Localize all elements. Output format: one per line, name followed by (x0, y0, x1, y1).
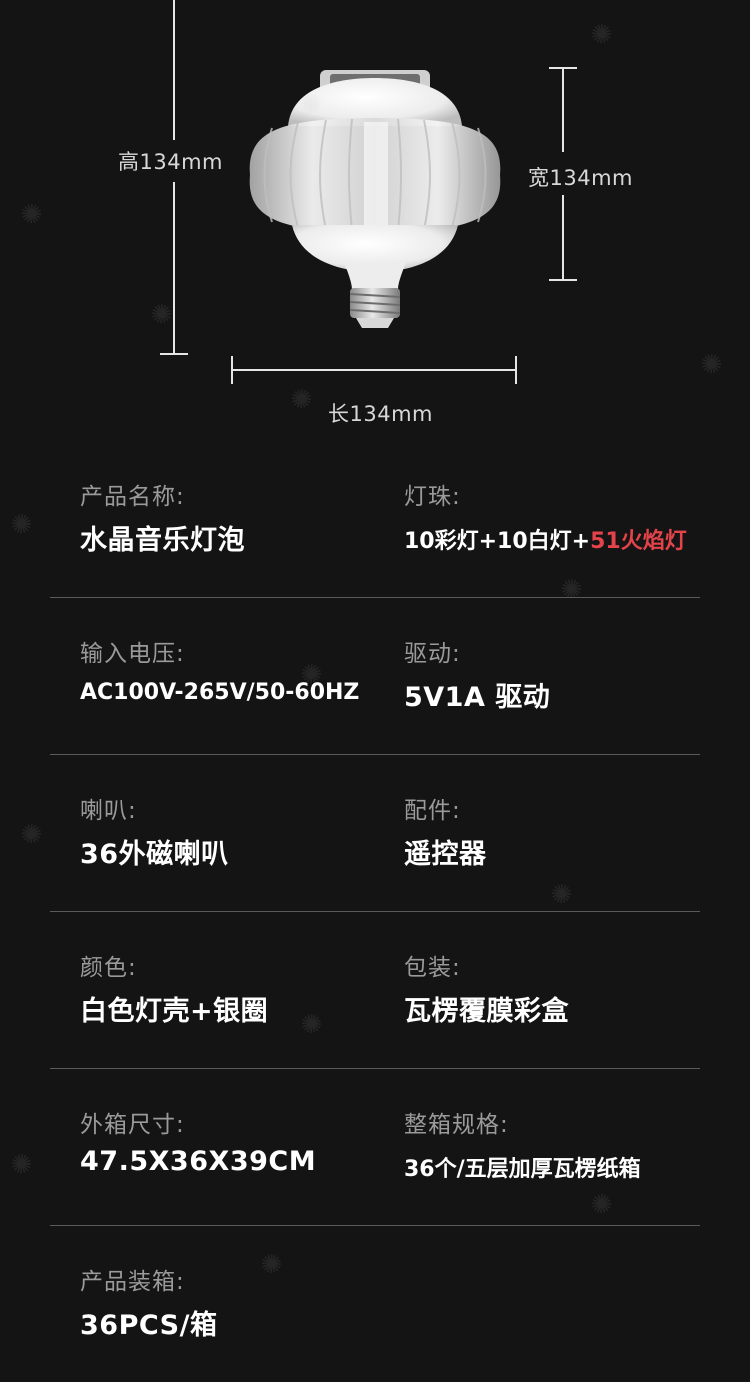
length-label: 长134mm (328, 402, 433, 426)
spec-label: 产品装箱: (80, 1269, 185, 1295)
brand-logo-watermark: ✺ (4, 506, 38, 544)
spec-row: 产品装箱: 36PCS/箱 (50, 1225, 700, 1382)
spec-label: 配件: (404, 798, 461, 824)
spec-value: 36外磁喇叭 (80, 839, 229, 870)
spec-label: 输入电压: (80, 641, 185, 667)
spec-label: 包装: (404, 955, 461, 981)
spec-value: 36PCS/箱 (80, 1310, 218, 1341)
spec-row: 产品名称: 水晶音乐灯泡 灯珠: 10彩灯+10白灯+51火焰灯 (50, 440, 700, 598)
spec-value-accent: 51火焰灯 (590, 529, 687, 554)
spec-value-main: 10彩灯+10白灯+ (404, 529, 591, 554)
bulb-product-image (160, 0, 577, 384)
spec-label: 灯珠: (404, 484, 461, 510)
brand-logo-watermark: ✺ (14, 816, 48, 854)
width-dimension-line (549, 67, 577, 281)
spec-row: 喇叭: 36外磁喇叭 配件: 遥控器 (50, 754, 700, 912)
spec-value: 水晶音乐灯泡 (80, 525, 245, 556)
spec-value: 36个/五层加厚瓦楞纸箱 (404, 1157, 641, 1182)
spec-value: 瓦楞覆膜彩盒 (404, 996, 569, 1027)
spec-value: 白色灯壳+银圈 (80, 996, 269, 1027)
spec-label: 喇叭: (80, 798, 137, 824)
spec-value: 47.5X36X39CM (80, 1146, 317, 1177)
height-label: 高134mm (118, 150, 223, 174)
spec-label: 整箱规格: (404, 1112, 509, 1138)
spec-value: 5V1A 驱动 (404, 682, 551, 713)
spec-label: 外箱尺寸: (80, 1112, 185, 1138)
brand-logo-watermark: ✺ (4, 1146, 38, 1184)
product-hero: 高134mm 宽134mm 长134mm (0, 0, 750, 440)
width-label: 宽134mm (528, 166, 633, 190)
spec-value: 10彩灯+10白灯+51火焰灯 (404, 523, 687, 555)
spec-row: 颜色: 白色灯壳+银圈 包装: 瓦楞覆膜彩盒 (50, 911, 700, 1069)
length-dimension-line (231, 356, 517, 384)
spec-value: 遥控器 (404, 839, 487, 870)
spec-label: 驱动: (404, 641, 461, 667)
spec-label: 颜色: (80, 955, 137, 981)
spec-row: 外箱尺寸: 47.5X36X39CM 整箱规格: 36个/五层加厚瓦楞纸箱 (50, 1068, 700, 1226)
height-dimension-line (160, 0, 188, 355)
spec-label: 产品名称: (80, 484, 185, 510)
bulb-body (249, 70, 501, 328)
spec-value: AC100V-265V/50-60HZ (80, 680, 360, 705)
spec-row: 输入电压: AC100V-265V/50-60HZ 驱动: 5V1A 驱动 (50, 597, 700, 755)
